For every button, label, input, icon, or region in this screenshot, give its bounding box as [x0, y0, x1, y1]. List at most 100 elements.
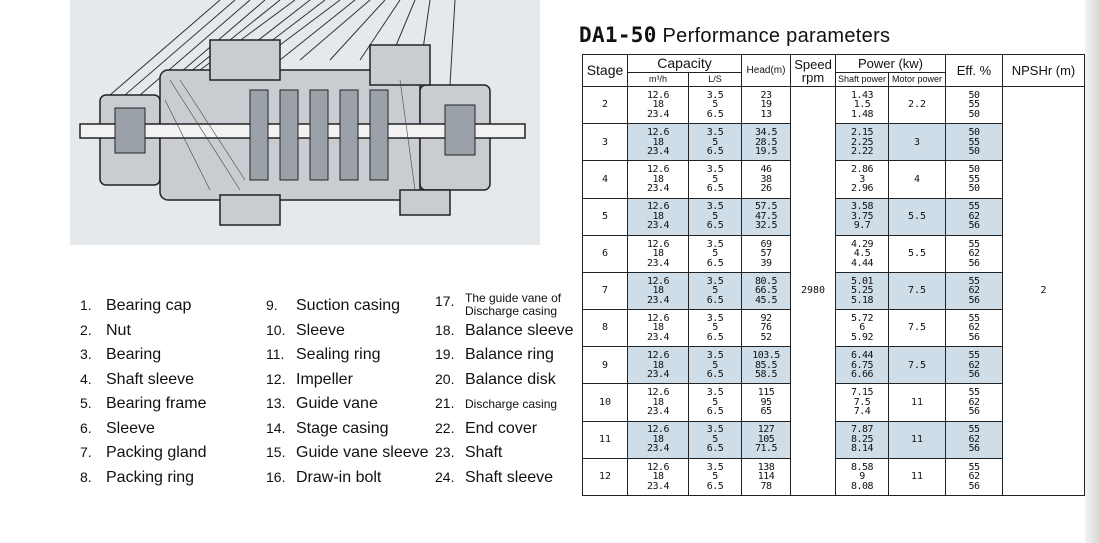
part-label: Suction casing: [296, 297, 401, 314]
eff-cell-value: 50: [968, 183, 980, 195]
eff-cell-value: 55: [968, 312, 980, 324]
part-item: 1.Bearing cap: [80, 296, 191, 315]
capacity-m3h-cell-value: 12.6: [646, 350, 670, 362]
capacity-m3h-cell-value: 18: [652, 285, 664, 297]
shaft-power-cell-value: 8.58: [850, 461, 874, 473]
part-label: End cover: [465, 419, 538, 437]
capacity-ls-cell-value: 6.5: [706, 294, 724, 306]
head-cell-value: 34.5: [754, 127, 778, 138]
part-item: 18.Balance sleeve: [435, 321, 574, 340]
head-cell-value: 65: [760, 406, 772, 418]
part-label: Discharge casing: [465, 397, 558, 411]
capacity-m3h-cell-value: 23.4: [646, 443, 670, 455]
part-number: 23.: [435, 444, 455, 460]
capacity-m3h-cell-value: 18: [652, 359, 664, 371]
eff-cell-value: 55: [968, 424, 980, 436]
capacity-m3h-cell-value: 12.6: [646, 164, 670, 176]
eff-cell-value: 55: [968, 461, 980, 473]
shaft-power-cell-value: 5.25: [850, 285, 874, 297]
part-item: 6.Sleeve: [80, 419, 155, 438]
motor-power-cell: 11: [888, 457, 946, 497]
capacity-ls-cell-value: 3.5: [706, 164, 724, 176]
part-item: 17.The guide vane of Discharge casing: [435, 292, 577, 318]
head-cell-value: 32.5: [754, 220, 778, 232]
part-number: 11.: [266, 346, 285, 362]
shaft-power-cell-value: 7.87: [850, 424, 874, 436]
motor-power-cell: 5.5: [888, 234, 946, 273]
part-number: 9.: [266, 297, 278, 313]
part-number: 22.: [435, 419, 455, 436]
part-number: 2.: [80, 321, 92, 338]
capacity-ls-cell-value: 5: [712, 285, 718, 297]
head-cell-value: 85.5: [754, 359, 778, 371]
part-number: 17.: [435, 293, 455, 309]
capacity-ls-cell-value: 3.5: [706, 461, 724, 473]
shaft-power-cell-value: 2.96: [850, 183, 874, 195]
part-number: 18.: [435, 321, 455, 338]
eff-cell-value: 56: [968, 331, 980, 343]
shaft-power-cell-value: 3: [859, 173, 865, 185]
header-eff: Eff. %: [945, 54, 1003, 87]
eff-cell-value: 55: [968, 201, 980, 213]
header-ls: L/S: [688, 72, 742, 87]
capacity-ls-cell-value: 3.5: [706, 387, 724, 399]
eff-cell-value: 50: [968, 164, 980, 176]
capacity-ls-cell-value: 3.5: [706, 201, 724, 213]
capacity-ls-cell-value: 5: [712, 248, 718, 260]
head-cell-value: 58.5: [754, 369, 778, 381]
capacity-ls-cell-value: 5: [712, 471, 718, 483]
eff-cell-value: 62: [968, 322, 980, 334]
motor-power-cell: 5.5: [888, 197, 946, 236]
capacity-ls-cell-value: 5: [712, 433, 718, 445]
header-speed: Speed rpm: [790, 54, 836, 87]
part-label: Nut: [106, 321, 131, 339]
shaft-power-cell-value: 5.92: [850, 331, 874, 343]
capacity-m3h-cell-value: 12.6: [646, 127, 670, 138]
head-cell-value: 92: [760, 312, 772, 324]
part-item: 22. End cover: [435, 419, 537, 438]
head-cell-value: 28.5: [754, 136, 778, 148]
stage-cell: 2: [582, 85, 628, 125]
head-cell-value: 66.5: [754, 285, 778, 297]
eff-cell-value: 62: [968, 471, 980, 483]
capacity-ls-cell-value: 5: [712, 322, 718, 334]
capacity-m3h-cell-value: 12.6: [646, 89, 670, 101]
shaft-power-cell-value: 3.75: [850, 210, 874, 222]
part-number: 1.: [80, 297, 92, 313]
capacity-ls-cell-value: 5: [712, 136, 718, 148]
eff-cell-value: 56: [968, 369, 980, 381]
title-text: Performance parameters: [662, 25, 891, 47]
head-cell-value: 138: [757, 461, 775, 473]
motor-power-cell: 2.2: [888, 85, 946, 125]
head-cell-value: 38: [760, 173, 772, 185]
model-name: DA1-50: [579, 23, 657, 47]
part-item: 13.Guide vane: [266, 394, 378, 413]
capacity-ls-cell-value: 3.5: [706, 89, 724, 101]
eff-cell-value: 56: [968, 406, 980, 418]
capacity-m3h-cell-value: 12.6: [646, 275, 670, 287]
shaft-power-cell-value: 8.14: [850, 443, 874, 455]
shaft-power-cell-value: 7.5: [853, 396, 871, 408]
eff-cell-value: 62: [968, 248, 980, 260]
shaft-power-cell-value: 9: [859, 471, 865, 483]
part-number: 20.: [435, 370, 455, 387]
capacity-ls-cell-value: 3.5: [706, 312, 724, 324]
capacity-ls-cell-value: 6.5: [706, 108, 724, 120]
head-cell-value: 26: [760, 183, 772, 195]
